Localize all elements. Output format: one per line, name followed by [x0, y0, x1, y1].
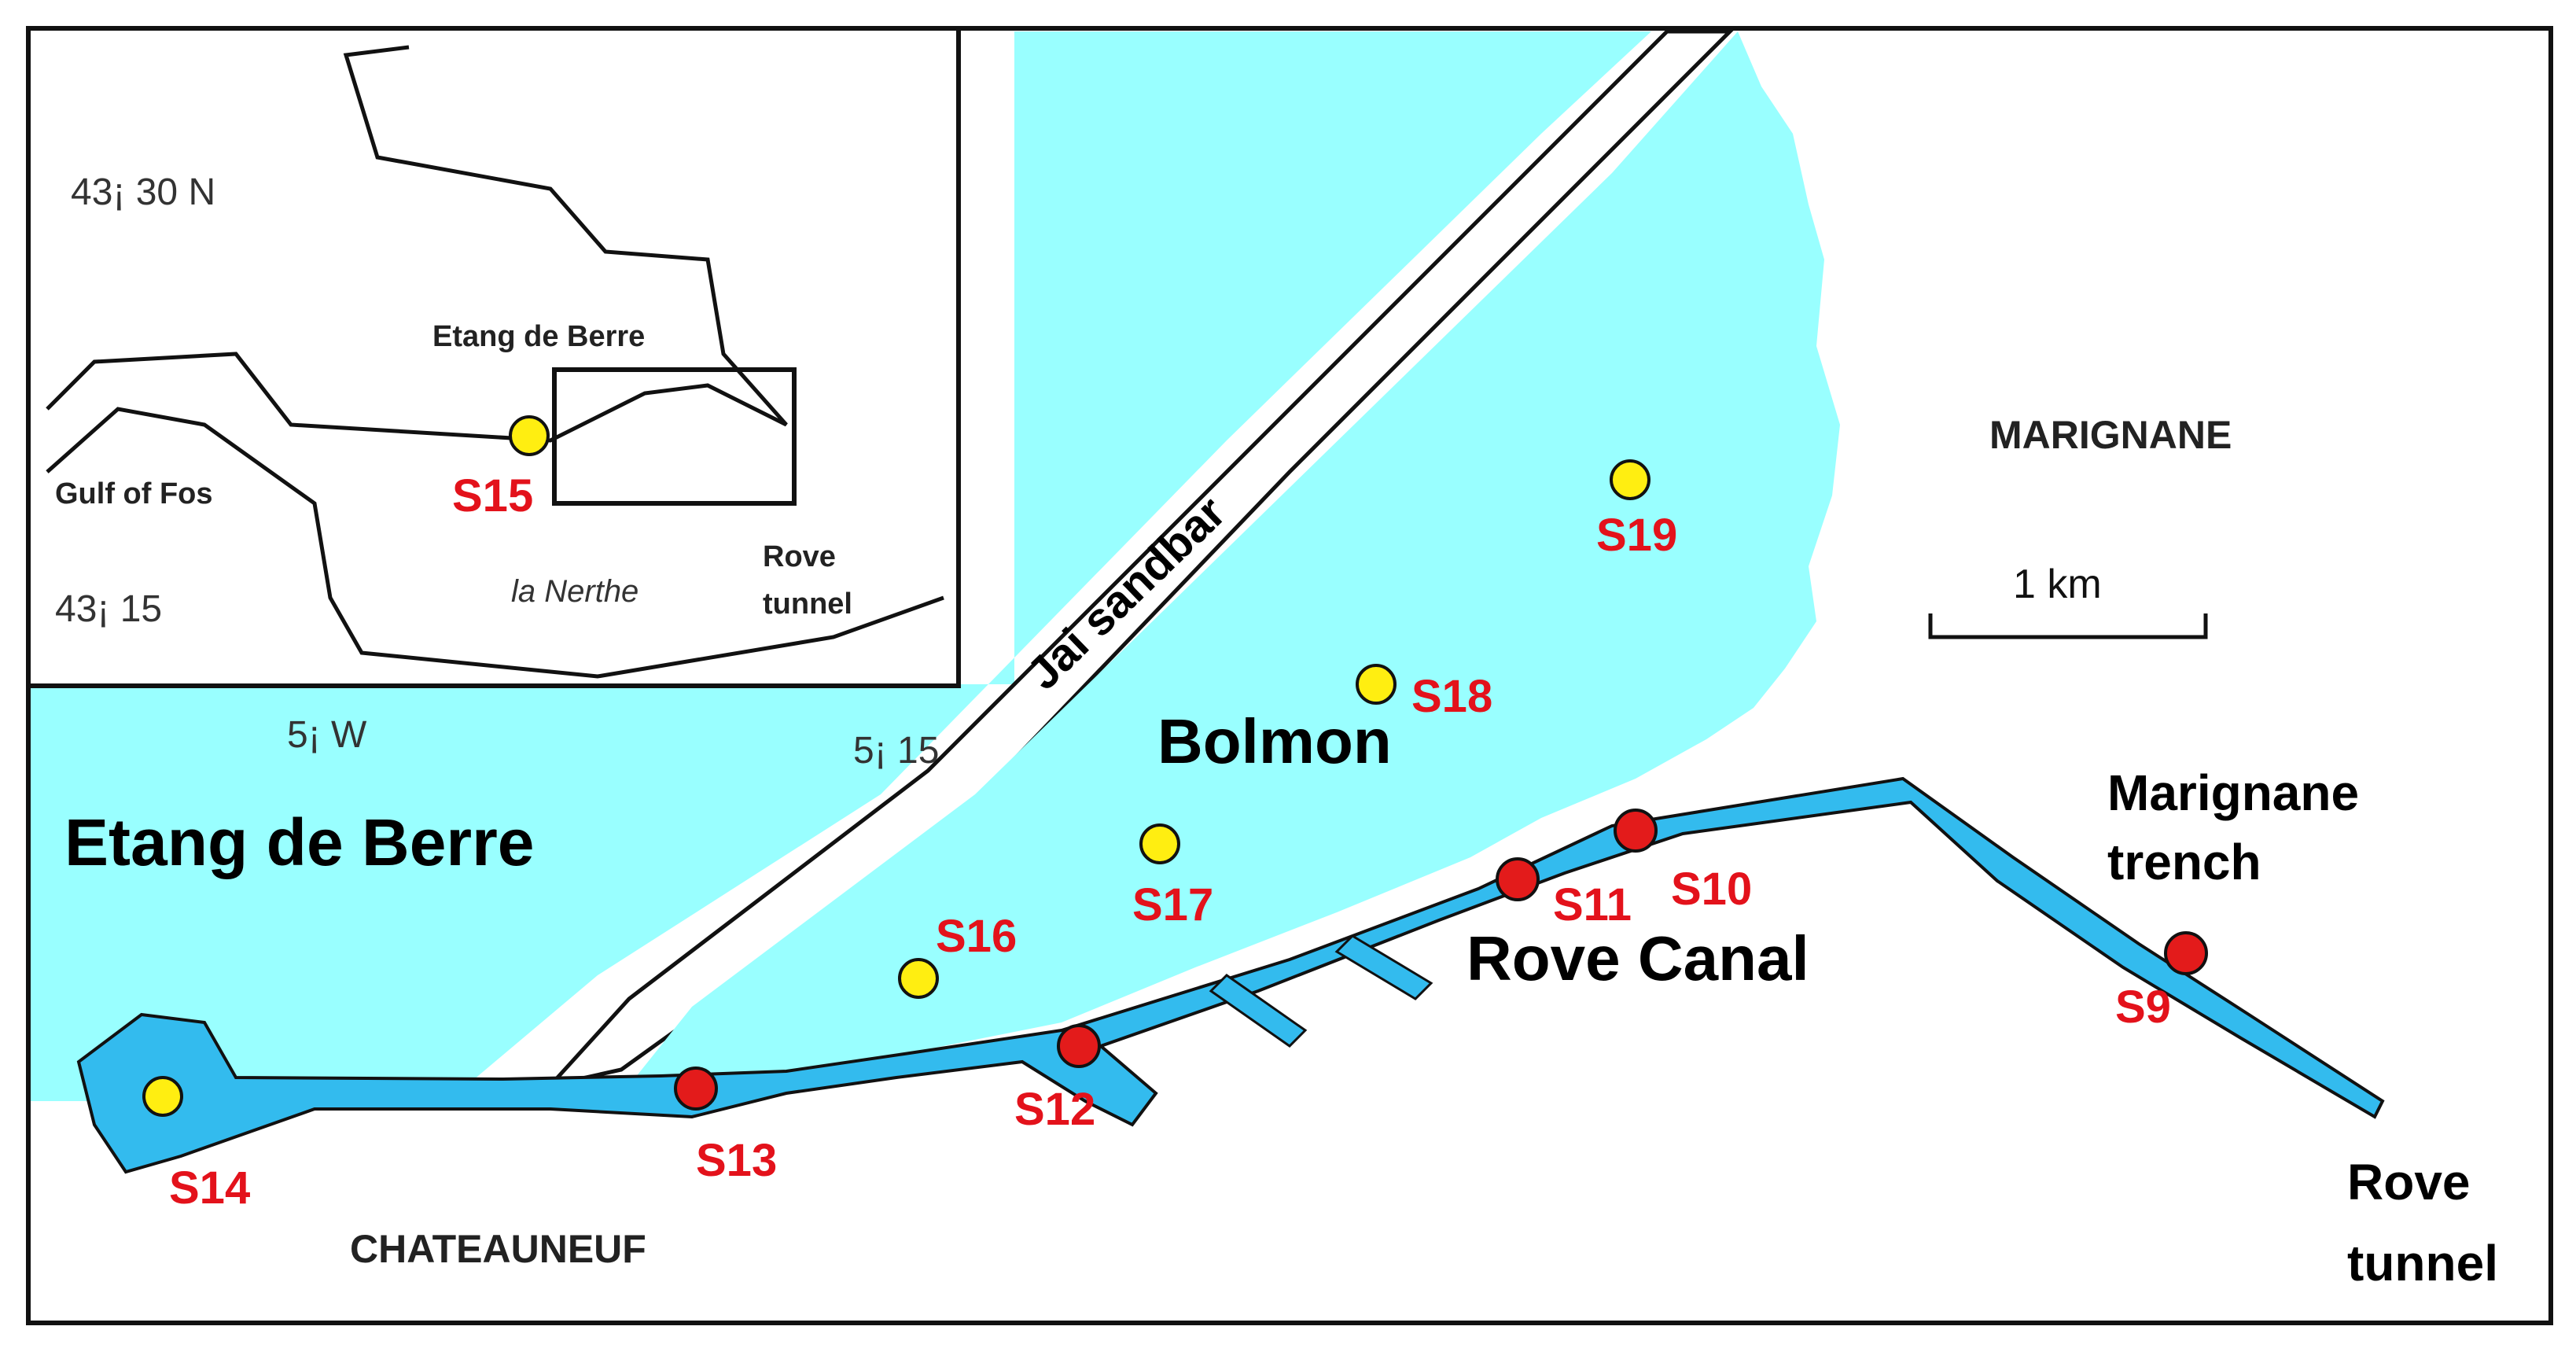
- sample-S17-marker: [1139, 823, 1180, 864]
- sample-S9-label: S9: [2115, 982, 2171, 1033]
- rove-tunnel-label-1: Rove: [2347, 1154, 2471, 1210]
- etang-de-berre-label: Etang de Berre: [64, 805, 535, 879]
- marignane-town-label: MARIGNANE: [1989, 413, 2232, 457]
- inset-etang-label: Etang de Berre: [432, 320, 645, 353]
- inset-rove-label-2: tunnel: [763, 588, 852, 621]
- etang-de-berre-water: [28, 31, 1651, 1101]
- sample-S18-marker: [1356, 664, 1397, 705]
- longitude-5w: 5¡ W: [287, 714, 367, 756]
- sample-S12-marker: [1057, 1024, 1101, 1068]
- sample-S15-label: S15: [452, 470, 533, 521]
- sample-S16-marker: [898, 958, 939, 999]
- rove-tunnel-label-2: tunnel: [2347, 1235, 2498, 1291]
- sample-S10-marker: [1614, 809, 1658, 853]
- marignane-trench-label-2: trench: [2107, 834, 2261, 890]
- longitude-5-15: 5¡ 15: [853, 730, 939, 772]
- sample-S16-label: S16: [936, 911, 1017, 962]
- sample-S14-label: S14: [169, 1162, 250, 1214]
- canal-arm-2: [1334, 934, 1433, 1000]
- sample-S10-label: S10: [1671, 864, 1752, 915]
- sample-S17-label: S17: [1132, 879, 1213, 930]
- chateauneuf-label: CHATEAUNEUF: [350, 1227, 646, 1271]
- bolmon-label: Bolmon: [1157, 706, 1392, 776]
- sample-S9-marker: [2164, 931, 2208, 975]
- rove-canal-label: Rove Canal: [1466, 923, 1809, 993]
- sample-S19-label: S19: [1596, 510, 1677, 561]
- sample-S12-label: S12: [1014, 1084, 1095, 1135]
- rove-canal: [76, 776, 2385, 1174]
- scale-bar: [1928, 613, 2208, 639]
- inset-gulf-label: Gulf of Fos: [55, 477, 213, 510]
- marignane-trench-label-1: Marignane: [2107, 764, 2359, 821]
- inset-lat-15: 43¡ 15: [55, 588, 162, 630]
- inset-coastline: [46, 45, 944, 679]
- inset-lat-30: 43¡ 30 N: [71, 171, 215, 213]
- sample-S15-marker: [509, 415, 550, 456]
- sample-S14-marker: [142, 1076, 183, 1117]
- scale-label: 1 km: [2013, 562, 2102, 607]
- sample-S11-marker: [1496, 857, 1540, 901]
- sample-S13-marker: [674, 1066, 718, 1111]
- inset-nerthe-label: la Nerthe: [511, 574, 638, 609]
- bolmon-water: [629, 31, 1840, 1085]
- inset-rove-label-1: Rove: [763, 540, 836, 573]
- sample-S11-label: S11: [1553, 879, 1632, 930]
- sample-S18-label: S18: [1411, 671, 1492, 722]
- sample-S13-label: S13: [696, 1135, 777, 1186]
- sample-points: [142, 415, 2208, 1117]
- sample-S19-marker: [1610, 459, 1650, 500]
- canal-arm-1: [1209, 974, 1308, 1048]
- outer-frame: [26, 26, 2553, 1325]
